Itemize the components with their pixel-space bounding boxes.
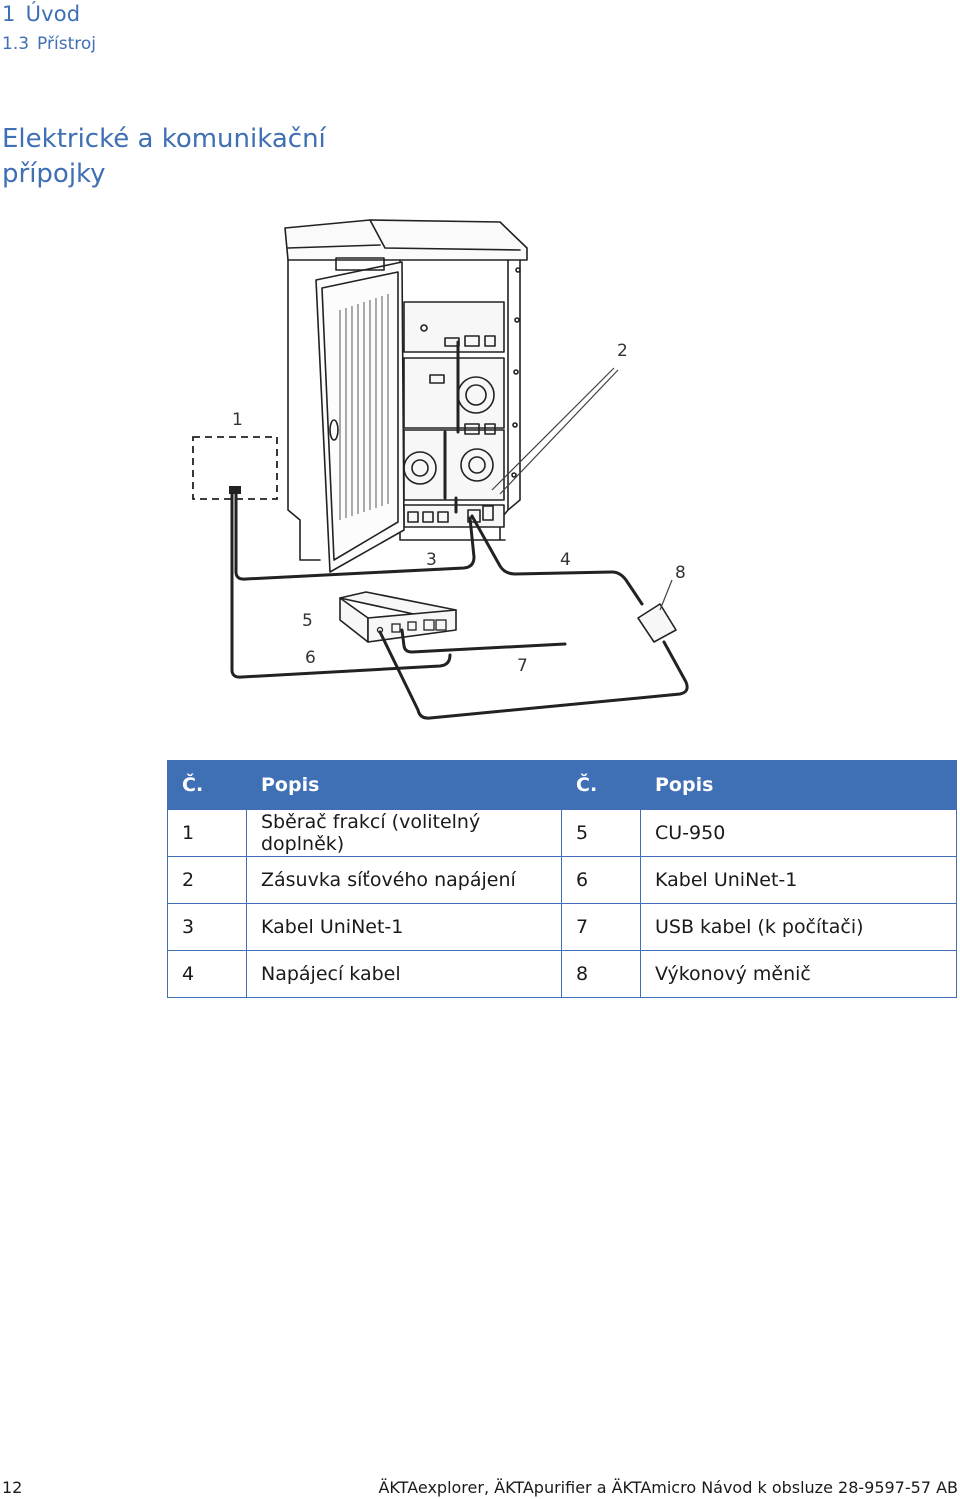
page-number: 12	[2, 1478, 23, 1497]
callout-4: 4	[560, 550, 571, 570]
table-row: 1 Sběrač frakcí (volitelný doplněk) 5 CU…	[167, 809, 957, 857]
chapter-heading: 1 Úvod	[2, 2, 80, 26]
callout-7: 7	[517, 656, 528, 676]
page-title: Elektrické a komunikační přípojky	[2, 124, 326, 189]
table-cell: 8	[561, 950, 641, 998]
table-header-row: Č. Popis Č. Popis	[167, 760, 957, 810]
table-cell: 3	[167, 903, 247, 951]
callout-1: 1	[232, 410, 243, 430]
table-row: 2 Zásuvka síťového napájení 6 Kabel UniN…	[167, 856, 957, 904]
column-header: Popis	[246, 760, 562, 810]
table-cell: Napájecí kabel	[246, 950, 562, 998]
callout-3: 3	[426, 550, 437, 570]
table-cell: USB kabel (k počítači)	[640, 903, 957, 951]
table-cell: CU-950	[640, 809, 957, 857]
table-cell: 1	[167, 809, 247, 857]
table-cell: Zásuvka síťového napájení	[246, 856, 562, 904]
chapter-title: Úvod	[25, 2, 81, 26]
table-row: 4 Napájecí kabel 8 Výkonový měnič	[167, 950, 957, 998]
table-row: 3 Kabel UniNet-1 7 USB kabel (k počítači…	[167, 903, 957, 951]
section-heading: 1.3 Přístroj	[2, 34, 96, 54]
table-cell: Výkonový měnič	[640, 950, 957, 998]
table-cell: 2	[167, 856, 247, 904]
table-cell: 6	[561, 856, 641, 904]
legend-table: Č. Popis Č. Popis 1 Sběrač frakcí (volit…	[167, 760, 957, 998]
connection-diagram: 1 2 3 4 5 6 7 8	[192, 219, 689, 720]
column-header: Č.	[167, 760, 247, 810]
table-cell: Sběrač frakcí (volitelný doplněk)	[246, 809, 562, 857]
section-number: 1.3	[2, 34, 30, 54]
callout-8: 8	[675, 563, 686, 583]
table-cell: Kabel UniNet-1	[246, 903, 562, 951]
column-header: Popis	[640, 760, 957, 810]
callout-5: 5	[302, 611, 313, 631]
document-footer: ÄKTAexplorer, ÄKTApurifier a ÄKTAmicro N…	[378, 1478, 958, 1497]
section-title: Přístroj	[37, 34, 96, 54]
column-header: Č.	[561, 760, 641, 810]
callout-6: 6	[305, 648, 316, 668]
table-cell: Kabel UniNet-1	[640, 856, 957, 904]
table-cell: 7	[561, 903, 641, 951]
callout-2: 2	[617, 341, 628, 361]
chapter-number: 1	[2, 2, 16, 26]
table-cell: 4	[167, 950, 247, 998]
table-cell: 5	[561, 809, 641, 857]
